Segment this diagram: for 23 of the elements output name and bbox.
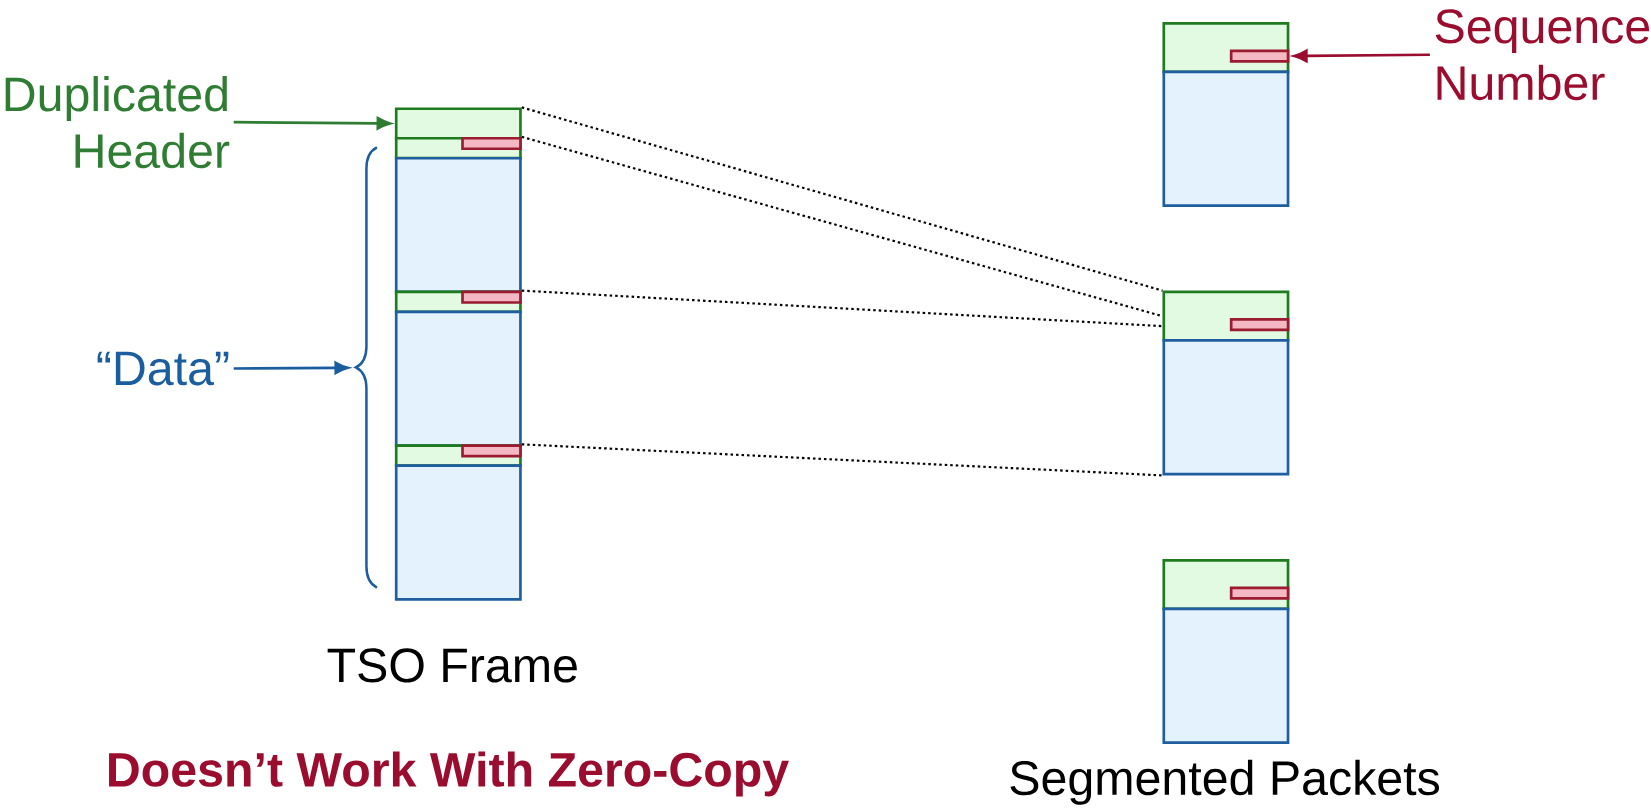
dotted-line bbox=[521, 135, 1163, 318]
callout-text: Sequence Number bbox=[1435, 9, 1650, 101]
sequence-number-bar bbox=[461, 444, 522, 458]
dotted-line bbox=[521, 289, 1163, 328]
curly-brace bbox=[354, 146, 378, 589]
callout-text: “Data” bbox=[97, 351, 229, 386]
data-box bbox=[1162, 339, 1290, 476]
dotted-line bbox=[521, 106, 1163, 292]
data-box bbox=[1162, 607, 1290, 744]
callout-text: Duplicated Header bbox=[5, 76, 230, 169]
data-box bbox=[394, 310, 522, 447]
sequence-number-bar bbox=[1229, 318, 1290, 332]
warning-text: Doesn’t Work With Zero-Copy bbox=[109, 751, 789, 797]
data-box bbox=[394, 464, 522, 601]
sequence-number-bar bbox=[461, 136, 522, 151]
dotted-line bbox=[521, 443, 1163, 477]
header-box bbox=[394, 107, 522, 140]
sequence-number-bar bbox=[1229, 49, 1290, 63]
sequence-number-bar bbox=[461, 290, 522, 304]
data-box bbox=[394, 156, 522, 294]
caption: TSO Frame bbox=[327, 648, 577, 683]
data-box bbox=[1162, 70, 1290, 207]
sequence-number-bar bbox=[1229, 586, 1290, 600]
